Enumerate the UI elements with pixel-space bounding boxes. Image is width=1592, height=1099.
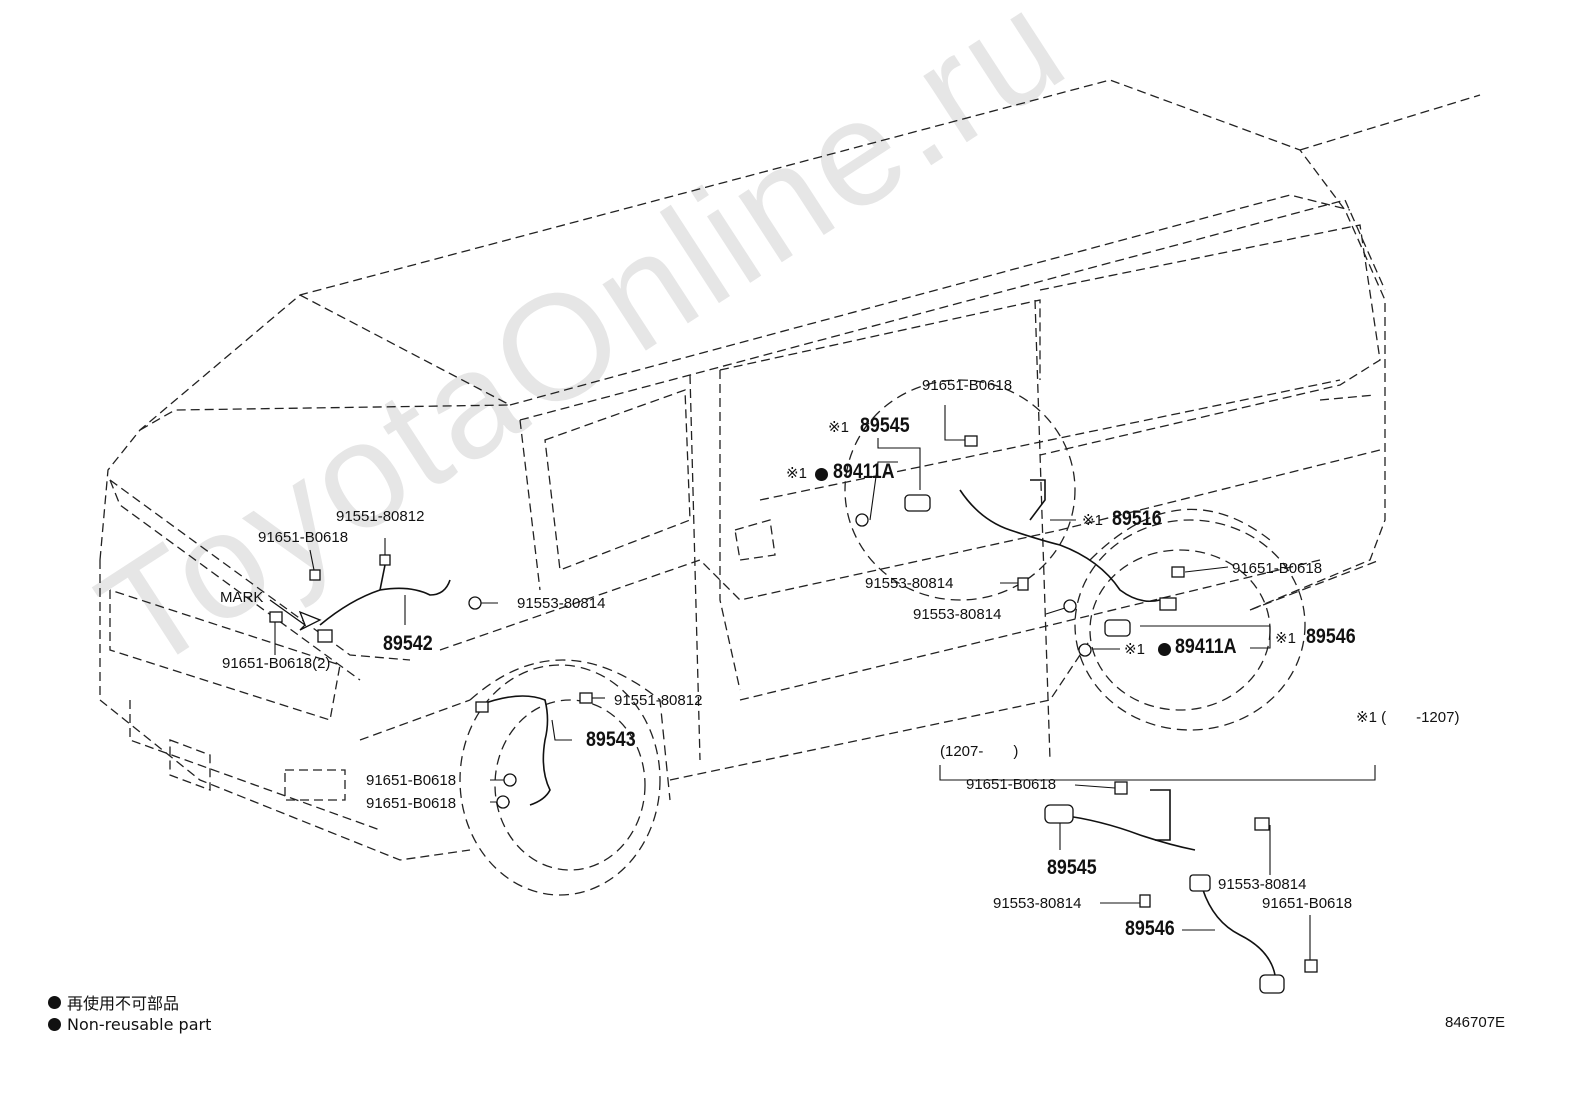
part-label-91651-b0618: 91651-B0618	[1232, 560, 1323, 577]
part-label-91553-80814: 91553-80814	[517, 595, 606, 612]
part-label-91651-b0618-qty2: 91651-B0618(2)	[222, 655, 331, 672]
note-mark: ※1	[1124, 641, 1145, 658]
part-label-89546: 89546	[1306, 625, 1356, 648]
note-mark: ※1	[786, 465, 807, 482]
part-label-91551-80812: 91551-80812	[614, 692, 703, 709]
part-label-91651-b0618: 91651-B0618	[366, 772, 457, 789]
part-label-89411a: 89411A	[1175, 635, 1237, 658]
part-label-91651-b0618: 91651-B0618	[1262, 895, 1353, 912]
non-reusable-dot-icon	[48, 1018, 61, 1031]
footnote-range: ※1 ( -1207)	[1356, 709, 1460, 726]
note-mark: ※1	[828, 419, 849, 436]
part-label-91551-80812: 91551-80812	[336, 508, 425, 525]
part-label-89545: 89545	[860, 414, 910, 437]
part-label-91651-b0618: 91651-B0618	[966, 776, 1057, 793]
part-label-91553-80814: 91553-80814	[913, 606, 1002, 623]
part-label-89411a: 89411A	[833, 460, 895, 483]
diagram-code: 846707E	[1445, 1014, 1506, 1031]
note-mark: ※1	[1275, 630, 1296, 647]
legend-row-en: Non-reusable part	[48, 1015, 211, 1034]
part-label-89542: 89542	[383, 632, 433, 655]
part-label-91651-b0618: 91651-B0618	[922, 377, 1013, 394]
part-label-91553-80814: 91553-80814	[993, 895, 1082, 912]
non-reusable-dot-icon	[48, 995, 61, 1009]
part-label-89546: 89546	[1125, 917, 1175, 940]
legend-text-jp: 再使用不可部品	[67, 994, 180, 1013]
part-label-91651-b0618: 91651-B0618	[258, 529, 349, 546]
mark-label: MARK	[220, 589, 264, 606]
legend-text-en: Non-reusable part	[67, 1015, 212, 1034]
inset-range: (1207- )	[940, 743, 1019, 760]
non-reusable-dot-icon	[1158, 643, 1171, 656]
note-mark: ※1	[1082, 512, 1103, 529]
part-label-89545: 89545	[1047, 856, 1097, 879]
non-reusable-dot-icon	[815, 468, 828, 481]
part-label-91553-80814: 91553-80814	[865, 575, 954, 592]
part-label-91651-b0618: 91651-B0618	[366, 795, 457, 812]
part-label-91553-80814: 91553-80814	[1218, 876, 1307, 893]
legend-row-jp: 再使用不可部品	[48, 990, 179, 1014]
part-label-89516: 89516	[1112, 507, 1162, 530]
part-label-89543: 89543	[586, 728, 636, 751]
